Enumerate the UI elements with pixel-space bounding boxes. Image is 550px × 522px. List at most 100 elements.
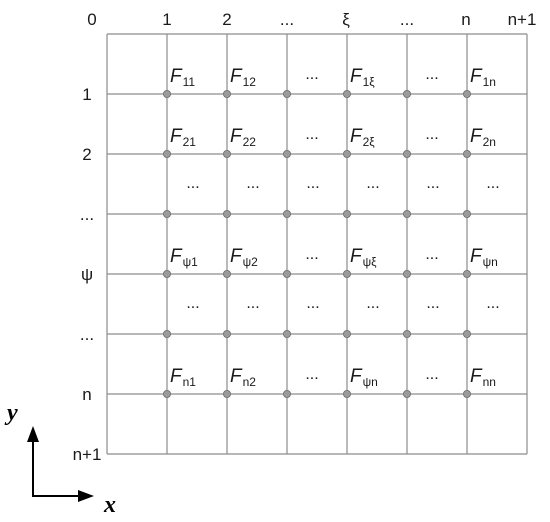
cell-function-subscript: nn xyxy=(483,375,496,389)
cell-function-label: Fnn xyxy=(470,366,496,389)
grid-node xyxy=(162,269,171,278)
grid-node xyxy=(282,269,291,278)
grid-node xyxy=(282,149,291,158)
ellipsis-mark: ... xyxy=(425,126,438,143)
grid-node xyxy=(462,149,471,158)
cell-function-subscript: 22 xyxy=(243,135,257,149)
cell-function-base: F xyxy=(170,126,183,147)
cell-function-label: Fn1 xyxy=(170,366,196,389)
grid-node xyxy=(342,209,351,218)
grid-node xyxy=(162,209,171,218)
row-label: ... xyxy=(80,205,94,224)
column-label: 1 xyxy=(162,10,171,29)
grid-lines xyxy=(106,33,528,455)
grid-node xyxy=(222,149,231,158)
cell-function-base: F xyxy=(350,66,363,87)
grid-node xyxy=(342,149,351,158)
row-label: 1 xyxy=(82,85,91,104)
cell-function-label: Fψξ xyxy=(350,246,377,269)
column-label: n+1 xyxy=(508,10,537,29)
grid-node xyxy=(282,90,291,99)
cell-function-subscript: ψξ xyxy=(363,255,378,269)
row-label: n+1 xyxy=(73,445,102,464)
grid-node xyxy=(342,329,351,338)
column-label: ξ xyxy=(342,10,350,29)
cell-function-subscript: 1ξ xyxy=(363,75,376,89)
cell-function-subscript: 1n xyxy=(483,75,496,89)
grid-node xyxy=(162,329,171,338)
grid-node xyxy=(462,209,471,218)
cell-function-label: F22 xyxy=(230,126,256,149)
cell-function-base: F xyxy=(350,366,363,387)
grid-node xyxy=(222,90,231,99)
row-labels: 1 2... ψ... n n+1 xyxy=(73,85,102,464)
ellipsis-mark: ... xyxy=(246,175,259,192)
cell-function-label: Fψn xyxy=(350,366,378,389)
grid-node xyxy=(222,329,231,338)
grid-node xyxy=(462,329,471,338)
grid-node xyxy=(342,269,351,278)
grid-node xyxy=(402,329,411,338)
row-label: ψ xyxy=(81,265,93,284)
column-label: 0 xyxy=(87,10,96,29)
grid-node xyxy=(162,90,171,99)
cell-function-subscript: 12 xyxy=(243,75,257,89)
grid-node xyxy=(462,269,471,278)
cell-function-label: F11 xyxy=(170,66,195,89)
cell-function-label: Fψ2 xyxy=(230,246,258,269)
ellipsis-mark: ... xyxy=(425,366,438,383)
cell-function-label: F1ξ xyxy=(350,66,375,89)
column-label: n xyxy=(461,10,470,29)
cell-function-base: F xyxy=(170,66,183,87)
y-axis-label: y xyxy=(4,400,18,426)
ellipsis-mark: ... xyxy=(425,246,438,263)
ellipsis-mark: ... xyxy=(486,295,499,312)
cell-function-base: F xyxy=(170,246,183,267)
row-label: n xyxy=(82,385,91,404)
cell-function-label: F2n xyxy=(470,126,496,149)
cell-function-subscript: n2 xyxy=(243,375,257,389)
cell-function-label: Fψn xyxy=(470,246,498,269)
ellipsis-mark: ... xyxy=(246,295,259,312)
cell-function-label: F2ξ xyxy=(350,126,375,149)
cell-function-label: Fn2 xyxy=(230,366,256,389)
cell-function-base: F xyxy=(230,126,243,147)
grid-node xyxy=(342,90,351,99)
cell-function-label: F12 xyxy=(230,66,256,89)
x-axis-label: x xyxy=(103,492,116,518)
row-label: ... xyxy=(80,325,94,344)
cell-function-base: F xyxy=(350,246,363,267)
cell-function-base: F xyxy=(470,126,483,147)
cell-function-subscript: ψn xyxy=(483,255,498,269)
column-label: ... xyxy=(280,10,294,29)
ellipsis-mark: ... xyxy=(425,66,438,83)
column-label: 2 xyxy=(222,10,231,29)
ellipsis-mark: ... xyxy=(305,66,318,83)
grid-node xyxy=(282,389,291,398)
grid-node xyxy=(402,209,411,218)
ellipsis-mark: ... xyxy=(186,295,199,312)
cell-function-base: F xyxy=(470,246,483,267)
grid-node xyxy=(282,329,291,338)
ellipsis-mark: ... xyxy=(366,175,379,192)
grid-node xyxy=(462,389,471,398)
ellipsis-mark: ... xyxy=(426,175,439,192)
column-label: ... xyxy=(400,10,414,29)
cell-function-base: F xyxy=(230,246,243,267)
cell-function-subscript: 2ξ xyxy=(363,135,376,149)
ellipsis-mark: ... xyxy=(186,175,199,192)
cell-function-base: F xyxy=(470,66,483,87)
grid-node xyxy=(162,389,171,398)
grid-node xyxy=(462,90,471,99)
row-label: 2 xyxy=(82,145,91,164)
ellipsis-mark: ... xyxy=(306,175,319,192)
grid-node xyxy=(222,269,231,278)
ellipsis-mark: ... xyxy=(305,126,318,143)
grid-node xyxy=(402,269,411,278)
grid-node xyxy=(402,90,411,99)
ellipsis-mark: ... xyxy=(486,175,499,192)
x-axis-arrowhead xyxy=(78,490,94,502)
cell-function-base: F xyxy=(470,366,483,387)
cell-function-base: F xyxy=(350,126,363,147)
grid-node xyxy=(342,389,351,398)
